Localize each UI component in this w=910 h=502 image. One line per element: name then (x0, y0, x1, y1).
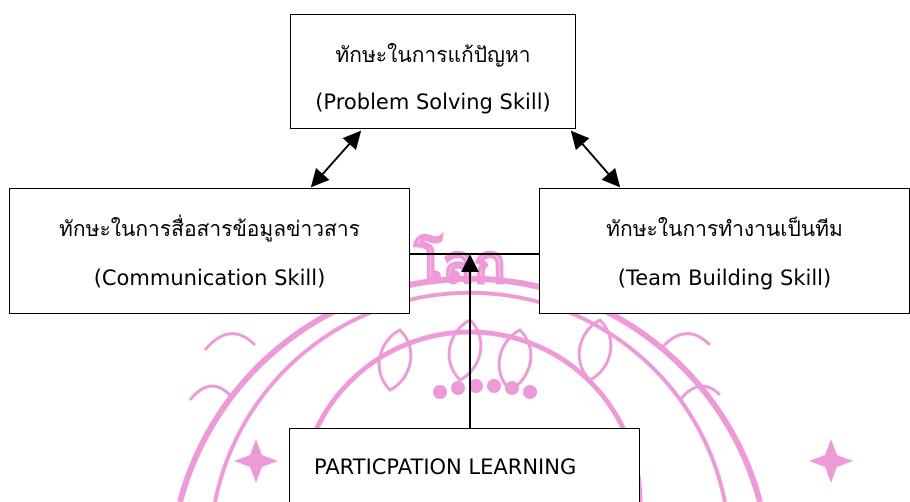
node-communication: ทักษะในการสื่อสารข้อมูลข่าวสาร (Communic… (9, 188, 410, 314)
seal-bead (505, 381, 519, 395)
node-problem-solving: ทักษะในการแก้ปัญหา (Problem Solving Skil… (290, 14, 576, 129)
arrow-team-problem (570, 130, 621, 188)
node-participation-learning-label: PARTICPATION LEARNING (314, 455, 577, 479)
seal-bead (469, 379, 483, 393)
seal-flower-left (377, 318, 483, 392)
node-team-building-english: (Team Building Skill) (617, 266, 832, 290)
node-problem-solving-thai: ทักษะในการแก้ปัญหา (335, 43, 531, 67)
node-team-building: ทักษะในการทำงานเป็นทีม (Team Building Sk… (539, 188, 910, 314)
seal-bead (451, 381, 465, 395)
node-communication-thai: ทักษะในการสื่อสารข้อมูลข่าวสาร (59, 217, 360, 241)
arrow-communication-problem (310, 130, 362, 188)
node-problem-solving-english: (Problem Solving Skill) (315, 90, 551, 114)
seal-star-right (809, 439, 853, 483)
node-participation-learning: PARTICPATION LEARNING (289, 428, 640, 502)
seal-text: โลก (413, 233, 505, 295)
node-team-building-thai: ทักษะในการทำงานเป็นทีม (606, 217, 843, 241)
seal-bead (523, 385, 537, 399)
seal-star-left (234, 439, 278, 483)
node-communication-english: (Communication Skill) (93, 266, 326, 290)
seal-bead (433, 385, 447, 399)
seal-bead (487, 379, 501, 393)
